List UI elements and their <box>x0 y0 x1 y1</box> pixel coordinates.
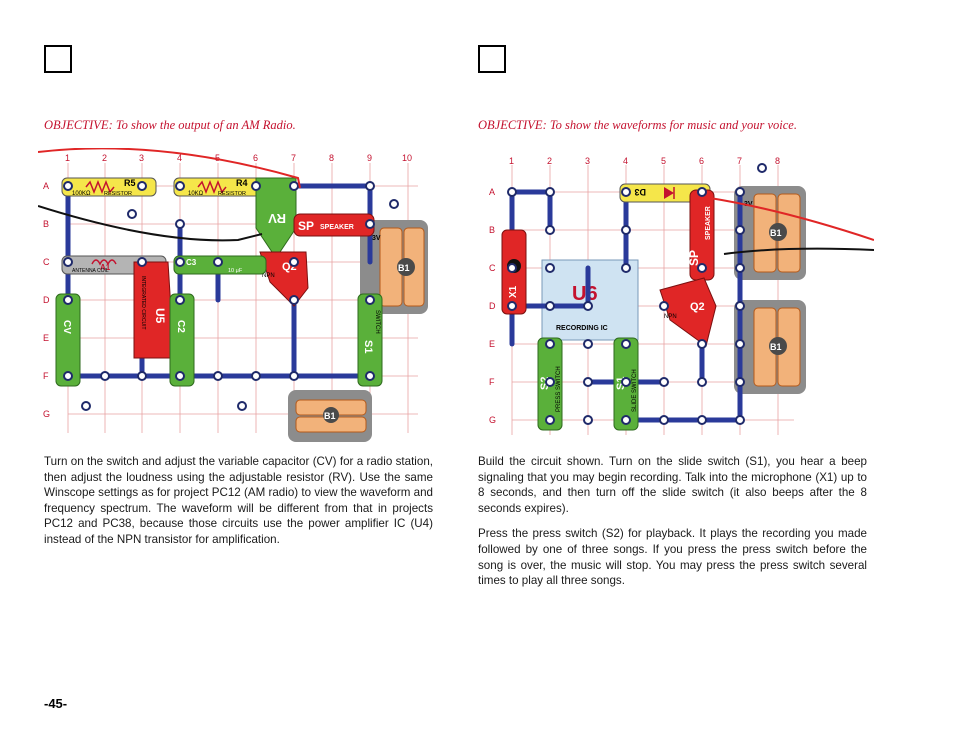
col-label: 7 <box>291 153 296 163</box>
objective-left: OBJECTIVE: To show the output of an AM R… <box>44 118 296 132</box>
svg-text:B1: B1 <box>770 342 782 352</box>
probe-wire-red <box>709 197 874 241</box>
row-label: A <box>43 181 49 191</box>
svg-text:SP: SP <box>687 250 701 266</box>
b1-bottom-label: B1 <box>324 411 336 421</box>
svg-text:SPEAKER: SPEAKER <box>320 224 354 231</box>
row-label: G <box>489 415 496 425</box>
svg-text:NPN: NPN <box>262 273 275 279</box>
col-label: 2 <box>102 153 107 163</box>
probe-wire-black <box>38 205 263 242</box>
svg-text:SLIDE SWITCH: SLIDE SWITCH <box>632 369 638 412</box>
col-label: 4 <box>177 153 182 163</box>
probe-wire-black <box>723 247 874 255</box>
svg-text:R4: R4 <box>236 178 248 188</box>
col-label: 1 <box>509 156 514 166</box>
battery-holder-b1-bottom: B1 <box>288 390 372 442</box>
battery-holder-b1-top: B1 <box>360 220 428 314</box>
snap-nodes <box>507 163 767 425</box>
page-number: -45- <box>44 696 68 711</box>
transistor-q2: Q2 NPN <box>659 277 717 347</box>
row-label: A <box>489 187 495 197</box>
svg-text:R5: R5 <box>124 178 136 188</box>
svg-text:Q2: Q2 <box>690 301 705 313</box>
svg-text:SP: SP <box>298 219 314 233</box>
circuit-diagram-left: 1 2 3 4 5 6 7 8 9 10 A B C D E F G B1 B1 <box>38 148 428 442</box>
row-label: B <box>43 219 49 229</box>
svg-text:ANTENNA COIL: ANTENNA COIL <box>72 268 109 274</box>
integrated-circuit-u5: U5 INTEGRATED CIRCUIT <box>133 261 175 359</box>
col-label: 6 <box>253 153 258 163</box>
row-label: G <box>43 409 50 419</box>
transistor-q2: Q2 NPN <box>259 251 309 307</box>
paragraph: Build the circuit shown. Turn on the sli… <box>478 455 867 515</box>
svg-text:C3: C3 <box>186 258 197 267</box>
row-label: C <box>43 257 50 267</box>
b1-top-label: B1 <box>398 263 410 273</box>
svg-text:B1: B1 <box>770 228 782 238</box>
svg-text:RESISTOR: RESISTOR <box>104 191 132 197</box>
svg-text:X1: X1 <box>508 285 519 298</box>
svg-text:100KΩ: 100KΩ <box>72 191 91 197</box>
checkbox-left[interactable] <box>44 45 72 73</box>
row-label: D <box>43 295 50 305</box>
col-label: 9 <box>367 153 372 163</box>
description-right: Build the circuit shown. Turn on the sli… <box>478 454 867 599</box>
col-label: 5 <box>661 156 666 166</box>
svg-text:PRESS SWITCH: PRESS SWITCH <box>556 366 562 412</box>
svg-text:10KΩ: 10KΩ <box>188 191 204 197</box>
switch-s1: S1 SWITCH <box>357 293 383 387</box>
resistor-r5: R5 100KΩ RESISTOR <box>61 177 157 197</box>
snap-nodes <box>63 181 399 411</box>
row-label: B <box>489 225 495 235</box>
resistor-r4: R4 10KΩ RESISTOR <box>173 177 265 197</box>
paragraph: Press the press switch (S2) for playback… <box>478 527 867 588</box>
svg-text:C2: C2 <box>175 320 186 333</box>
svg-text:RESISTOR: RESISTOR <box>218 191 246 197</box>
capacitor-c2: C2 <box>169 293 195 387</box>
col-label: 3 <box>585 156 590 166</box>
svg-text:S1: S1 <box>362 340 374 353</box>
recording-ic-u6: U6 RECORDING IC <box>541 259 639 341</box>
row-label: D <box>489 301 496 311</box>
col-label: 4 <box>623 156 628 166</box>
col-label: 1 <box>65 153 70 163</box>
svg-text:INTEGRATED CIRCUIT: INTEGRATED CIRCUIT <box>140 276 146 330</box>
voltage-label: 3V <box>372 235 381 242</box>
checkbox-right[interactable] <box>478 45 506 73</box>
description-left: Turn on the switch and adjust the variab… <box>44 454 433 558</box>
svg-text:CV: CV <box>61 320 72 334</box>
col-label: 7 <box>737 156 742 166</box>
svg-text:SWITCH: SWITCH <box>374 310 380 334</box>
svg-text:U5: U5 <box>153 308 167 324</box>
row-label: E <box>43 333 49 343</box>
col-label: 5 <box>215 153 220 163</box>
svg-text:U6: U6 <box>572 283 598 305</box>
col-label: 2 <box>547 156 552 166</box>
svg-text:10 μF: 10 μF <box>228 268 243 274</box>
col-label: 8 <box>329 153 334 163</box>
adjustable-resistor-rv: RV <box>255 177 297 259</box>
svg-text:RECORDING IC: RECORDING IC <box>556 325 608 332</box>
col-label: 6 <box>699 156 704 166</box>
row-label: E <box>489 339 495 349</box>
svg-text:D3: D3 <box>634 187 646 197</box>
speaker-sp: SP SPEAKER <box>293 213 375 237</box>
row-label: F <box>43 371 49 381</box>
battery-holder-b1-bottom: B1 <box>734 300 806 394</box>
paragraph: Turn on the switch and adjust the variab… <box>44 455 433 546</box>
col-label: 3 <box>139 153 144 163</box>
row-label: F <box>489 377 495 387</box>
circuit-diagram-right: 1 2 3 4 5 6 7 8 A B C D E F G B1 B1 U6 R… <box>489 156 874 435</box>
svg-text:SPEAKER: SPEAKER <box>705 206 712 240</box>
objective-right: OBJECTIVE: To show the waveforms for mus… <box>478 118 797 132</box>
probe-wire-red <box>38 148 301 189</box>
svg-text:RV: RV <box>268 211 286 226</box>
col-label: 8 <box>775 156 780 166</box>
variable-capacitor-cv: CV <box>55 293 81 387</box>
row-label: C <box>489 263 496 273</box>
col-label: 10 <box>402 153 412 163</box>
svg-text:A1: A1 <box>100 263 111 272</box>
svg-text:NPN: NPN <box>664 314 677 320</box>
